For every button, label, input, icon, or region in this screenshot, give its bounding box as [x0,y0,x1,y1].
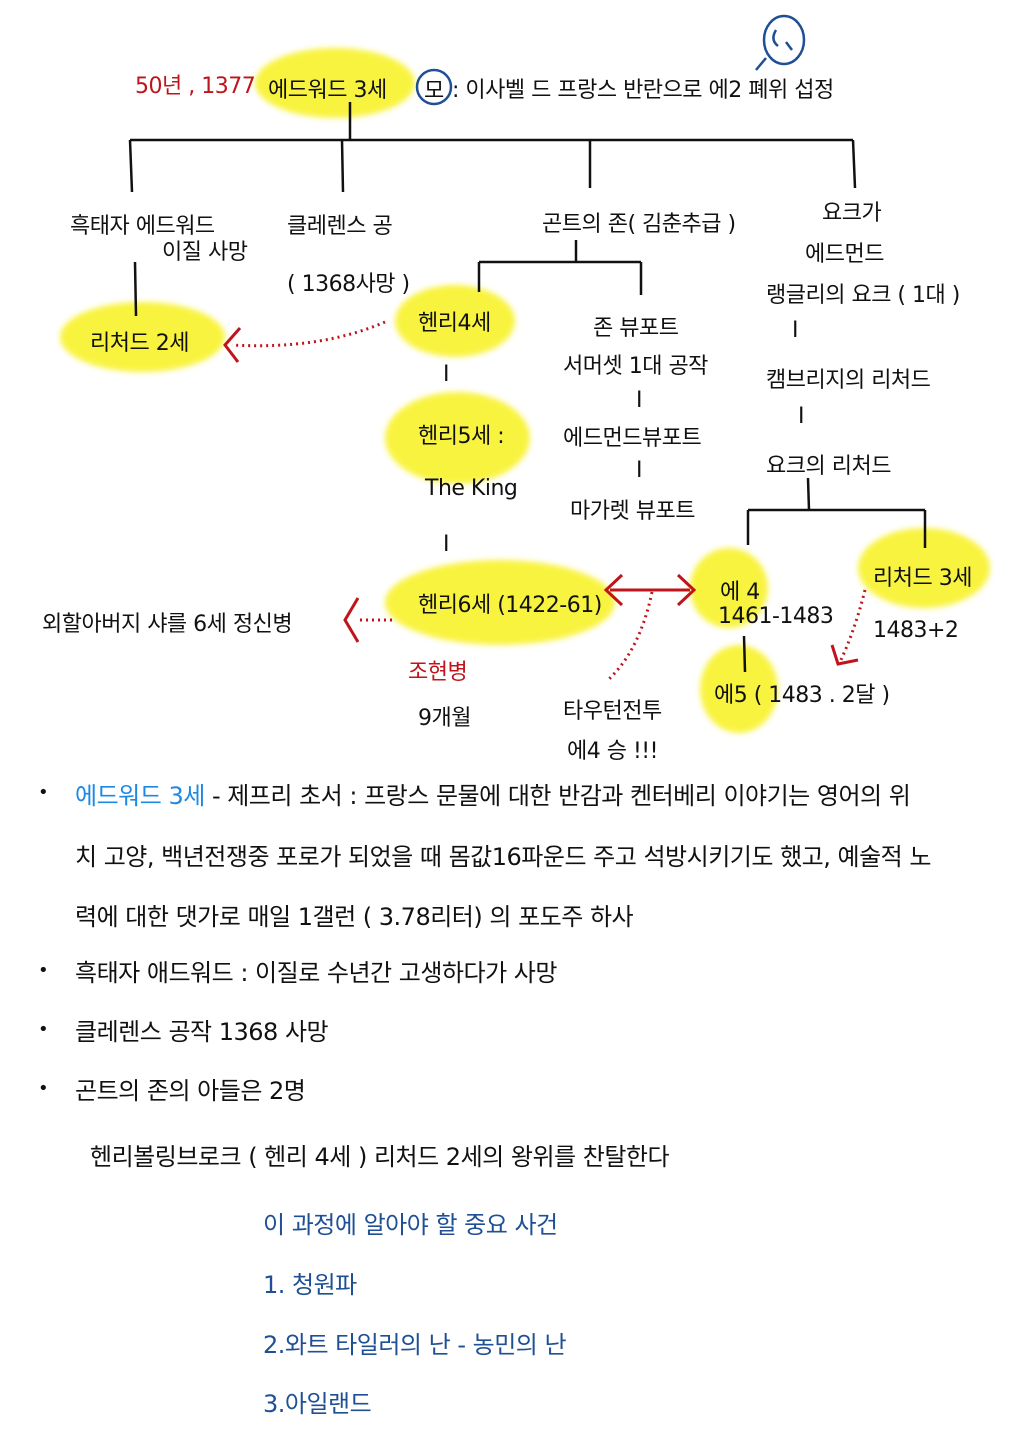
connector-bar: I [443,532,450,557]
tree-lines [128,14,927,682]
nine-months-label: 9개월 [418,706,471,731]
note-edward3-line3: 력에 대한 댓가로 매일 1갤런 ( 3.78리터) 의 포도주 하사 [75,903,634,931]
note-edward3-line1: - 제프리 초서 : 프랑스 문물에 대한 반감과 켄터베리 이야기는 영어의 … [204,782,911,810]
events-title: 이 과정에 알아야 할 중요 사건 [263,1211,558,1239]
edmund-beaufort-label: 에드먼드뷰포트 [563,426,702,451]
highlight [395,285,515,357]
connector-bar: I [792,318,799,343]
langley-label: 랭글리의 요크 ( 1대 ) [766,283,960,308]
root-note: : 이사벨 드 프랑스 반란으로 에2 폐위 섭정 [452,78,834,103]
edward4-win-label: 에4 승 !!! [567,739,658,764]
note-edward3: 에드워드 3세 - 제프리 초서 : 프랑스 문물에 대한 반감과 켄터베리 이… [75,776,911,811]
edward4-label: 에 4 [720,580,760,605]
connector-bar: I [443,362,450,387]
bullet-icon: • [38,1078,49,1099]
highlight [60,302,225,372]
cambridge-label: 캠브리지의 리처드 [766,368,931,393]
bullet-icon: • [38,782,49,803]
note-gaunt: 곤트의 존의 아들은 2명 [75,1077,306,1105]
highlight [690,548,768,628]
towton-label: 타우턴전투 [563,699,662,724]
highlight [385,560,615,645]
highlight [255,48,415,118]
bullet-icon: • [38,1019,49,1040]
richard2-label: 리처드 2세 [90,331,189,356]
richard-york-label: 요크의 리처드 [766,454,891,479]
root-years: 50년 , 1377 [135,74,256,99]
event-item: 1. 청원파 [263,1271,357,1299]
event-item: 3.아일랜드 [263,1390,372,1418]
richard3-years: 1483+2 [873,618,959,643]
edward4-years: 1461-1483 [718,604,834,629]
schizophrenia-label: 조현병 [408,660,468,685]
gaunt-label: 곤트의 존( 김춘추급 ) [542,212,736,237]
somerset-label: 서머셋 1대 공작 [563,354,708,379]
highlight [700,645,778,733]
note-black-prince: 흑태자 애드워드 : 이질로 수년간 고생하다가 사망 [75,959,557,987]
connector-bar: I [636,458,643,483]
note-henry-bolingbroke: 헨리볼링브로크 ( 헨리 4세 ) 리처드 2세의 왕위를 찬탈한다 [90,1143,670,1171]
event-item: 2.와트 타일러의 난 - 농민의 난 [263,1331,567,1359]
note-clarence: 클레렌스 공작 1368 사망 [75,1018,329,1046]
bullet-icon: • [38,960,49,981]
john-beaufort-label: 존 뷰포트 [593,316,679,341]
note-edward3-title: 에드워드 3세 [75,782,205,810]
highlight [385,392,530,484]
henry4-label: 헨리4세 [418,311,491,336]
mother-circle-label: 모 [424,79,444,104]
margaret-beaufort-label: 마가렛 뷰포트 [570,499,695,524]
richard3-label: 리처드 3세 [873,566,972,591]
connector-bar: I [798,404,805,429]
edward3-label: 에드워드 3세 [268,78,387,103]
note-edward3-line2: 치 고양, 백년전쟁중 포로가 되었을 때 몸값16파운드 주고 석방시키기도 … [75,843,931,871]
clarence-label: 클레렌스 공 [287,214,393,239]
the-king-label: The King [425,476,518,501]
edward5-label: 에5 ( 1483 . 2달 ) [714,683,890,708]
black-prince-note: 이질 사망 [162,240,248,265]
clarence-note: ( 1368사망 ) [287,272,410,297]
york-house-label: 요크가 [822,201,882,226]
edmund-label: 에드먼드 [805,242,884,267]
henry6-label: 헨리6세 (1422-61) [418,593,602,618]
black-prince-label: 흑태자 에드워드 [70,214,215,239]
grandfather-label: 외할아버지 샤를 6세 정신병 [42,612,293,637]
connector-bar: I [636,388,643,413]
henry5-label: 헨리5세 : [418,424,505,449]
